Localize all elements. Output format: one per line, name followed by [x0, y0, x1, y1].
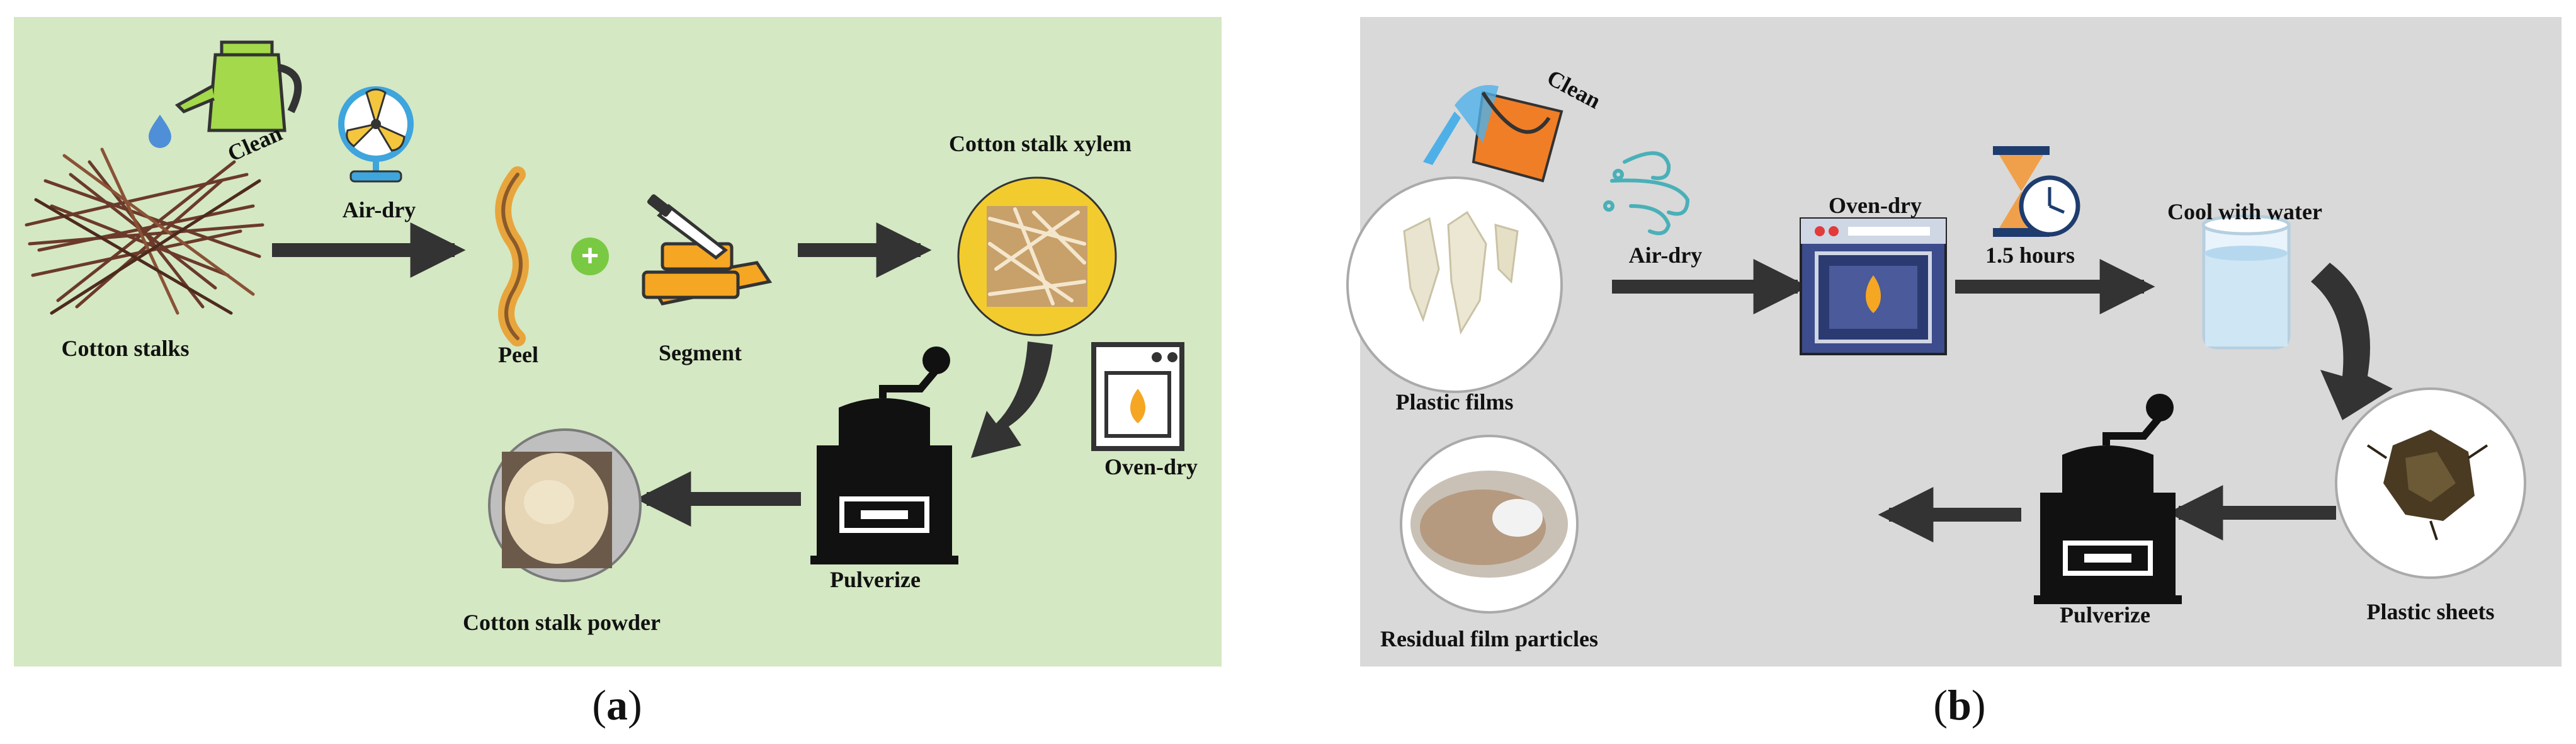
- label-oven-dry-a: Oven-dry: [1104, 454, 1198, 479]
- powder-image: [488, 428, 642, 582]
- label-pulverize-a: Pulverize: [830, 567, 921, 592]
- knife-cutting-board-icon: [642, 194, 773, 306]
- plus-symbol: +: [581, 239, 599, 273]
- fan-icon: [338, 86, 414, 183]
- wind-icon: [1603, 151, 1690, 236]
- residual-particles-image: [1400, 435, 1579, 614]
- label-cotton-stalks: Cotton stalks: [61, 336, 190, 361]
- label-peel: Peel: [498, 342, 538, 367]
- label-segment: Segment: [659, 340, 742, 365]
- panel-b-residual-film-process: Clean Air-dry Oven-dry 1.5 hours Cool wi…: [1346, 17, 2562, 667]
- curved-arrow-icon-b: [2311, 263, 2393, 420]
- label-cotton-stalk-xylem: Cotton stalk xylem: [949, 131, 1132, 156]
- watering-can-icon: [174, 40, 302, 132]
- plastic-sheets-image: [2335, 387, 2526, 579]
- label-cool-with-water: Cool with water: [2167, 199, 2322, 224]
- label-air-dry-b: Air-dry: [1628, 243, 1703, 268]
- caption-b-letter: b: [1948, 681, 1972, 729]
- label-oven-dry-b: Oven-dry: [1829, 193, 1922, 218]
- label-pulverize-b: Pulverize: [2060, 602, 2150, 627]
- label-plastic-films: Plastic films: [1395, 389, 1514, 415]
- grinder-icon: [810, 346, 958, 564]
- panel-a-artwork: [25, 40, 1184, 582]
- plastic-films-image: [1346, 176, 1563, 393]
- label-residual-film-particles: Residual film particles: [1380, 626, 1598, 651]
- caption-a-letter: a: [606, 681, 628, 729]
- water-drop-icon: [149, 115, 171, 148]
- oven-icon: [1091, 342, 1184, 451]
- grinder-icon-b: [2034, 394, 2182, 604]
- curved-arrow-icon: [971, 341, 1053, 458]
- cotton-stalks-image: [25, 147, 264, 315]
- peel-strip-icon: [495, 166, 529, 346]
- plus-circle-icon: [571, 238, 609, 275]
- label-air-dry-a: Air-dry: [342, 197, 416, 222]
- oven-icon-b: [1800, 217, 1947, 355]
- label-duration: 1.5 hours: [1985, 243, 2075, 268]
- xylem-image: [957, 176, 1117, 336]
- label-plastic-sheets: Plastic sheets: [2366, 599, 2495, 624]
- label-cotton-stalk-powder: Cotton stalk powder: [462, 610, 661, 635]
- hourglass-clock-icon: [1993, 146, 2080, 237]
- panel-a-cotton-stalk-process: Clean Air-dry Cotton stalks Peel + Segme…: [14, 17, 1222, 667]
- caption-b: (b): [1933, 681, 1986, 729]
- caption-a: (a): [592, 681, 642, 729]
- panel-b-artwork: [1346, 85, 2526, 614]
- bucket-icon: [1423, 85, 1563, 183]
- water-beaker-icon: [2201, 214, 2291, 350]
